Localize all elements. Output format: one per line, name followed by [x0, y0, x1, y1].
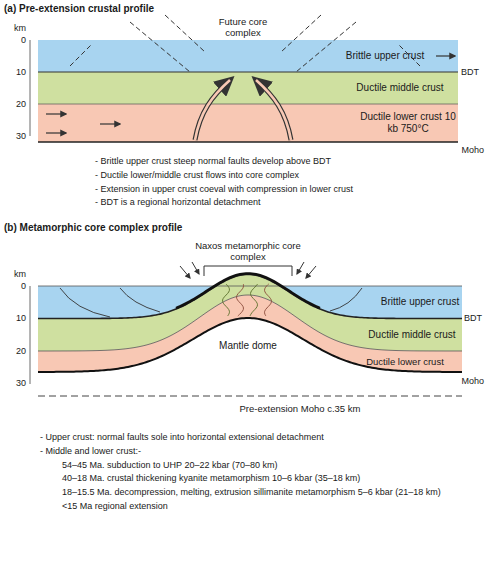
note-bullet: - Brittle upper crust steep normal fault… [95, 156, 331, 167]
lower-crust-band [38, 104, 458, 142]
note-item: 18–15.5 Ma. decompression, melting, extr… [62, 487, 441, 498]
listric-faults [60, 288, 362, 317]
mantle-dome-label: Mantle dome [219, 340, 277, 352]
normal-faults [70, 15, 420, 72]
core-complex-bracket [180, 262, 316, 278]
depth-tick: 10 [16, 67, 26, 78]
layer-label: Ductile middle crust [356, 82, 443, 94]
depth-tick: 30 [16, 378, 26, 389]
crust-layer: Ductile lower crust 10 kb 750°C [38, 104, 458, 142]
panel-b-layers [38, 274, 462, 372]
layer-label: Ductile lower crust 10 kb 750°C [360, 111, 456, 135]
surface-line [38, 286, 462, 287]
bdt-label: BDT [464, 313, 482, 324]
pre-extension-label: Pre-extension Moho c.35 km [240, 403, 361, 414]
depth-tick: 30 [16, 131, 26, 142]
depth-tick: 20 [16, 346, 26, 357]
bdt-label: BDT [461, 67, 479, 78]
panel-a-layers [30, 40, 458, 142]
note-item: <15 Ma regional extension [62, 501, 168, 512]
moho-label: Moho [461, 376, 484, 387]
layer-label: Brittle upper crust [381, 296, 459, 308]
note-bullet: - Upper crust: normal faults sole into h… [40, 432, 324, 443]
depth-tick: 20 [16, 99, 26, 110]
flow-arrows [195, 80, 291, 140]
bdt-detachment [38, 275, 462, 319]
lower-crust-band [38, 295, 462, 372]
note-bullet: - Ductile lower/middle crust flows into … [95, 170, 299, 181]
crust-layer: Ductile middle crust [38, 72, 458, 104]
pre-extension-moho [38, 396, 462, 397]
layer-label: Ductile lower crust [366, 356, 444, 367]
bdt-line [38, 72, 458, 73]
layer-boundary [38, 104, 458, 105]
moho-line [38, 318, 462, 372]
note-bullet: - BDT is a regional horizontal detachmen… [95, 197, 260, 208]
note-item: 54–45 Ma. subduction to UHP 20–22 kbar (… [62, 460, 277, 471]
crust-layer: Brittle upper crust [38, 40, 458, 72]
middle-crust-band [38, 72, 458, 104]
depth-tick: 0 [21, 281, 26, 292]
panel-title: (a) Pre-extension crustal profile [4, 3, 154, 15]
panel-title: (b) Metamorphic core complex profile [4, 222, 182, 234]
core-complex-outline [176, 274, 320, 309]
upper-crust-band [38, 40, 458, 72]
moho-label: Moho [461, 145, 484, 156]
moho-line [38, 141, 458, 143]
note-bullet: - Middle and lower crust:- [40, 446, 141, 457]
depth-tick: 10 [16, 313, 26, 324]
note-bullet: - Extension in upper crust coeval with c… [95, 184, 353, 195]
core-complex-label: Future core complex [209, 16, 277, 39]
depth-tick: 0 [21, 35, 26, 46]
migmatite-folds [223, 284, 272, 316]
depth-axis [30, 286, 31, 384]
axis-unit: km [14, 269, 26, 280]
note-item: 40–18 Ma. crustal thickening kyanite met… [62, 473, 360, 484]
depth-axis [30, 40, 31, 136]
axis-unit: km [14, 23, 26, 34]
layer-label: Brittle upper crust [346, 50, 424, 62]
layer-label: Ductile middle crust [368, 329, 455, 341]
core-complex-label: Naxos metamorphic core complex [189, 240, 307, 263]
